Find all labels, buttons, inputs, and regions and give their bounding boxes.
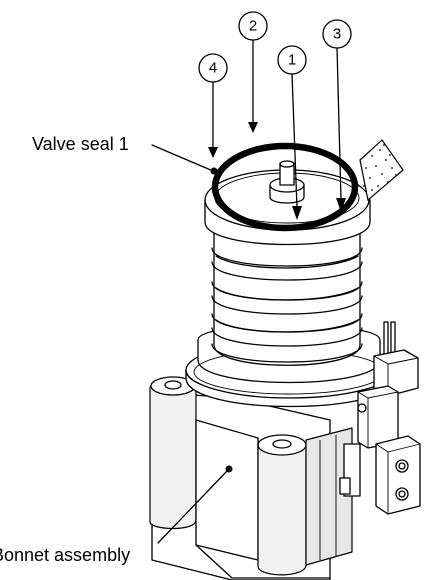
valve-seal-ring [211, 142, 359, 232]
callout-2: 2 [238, 11, 268, 133]
bonnet-assembly-leader [157, 465, 233, 544]
callout-2-number: 2 [249, 18, 257, 35]
top-cover [204, 160, 371, 246]
grease-applicator [359, 139, 404, 202]
callout-1-number: 1 [288, 52, 296, 69]
bonnet-assembly-label: Bonnet assembly [0, 545, 130, 565]
callout-4: 4 [198, 53, 228, 158]
callout-3-number: 3 [333, 26, 341, 43]
valve-seal-label: Valve seal 1 [32, 134, 129, 154]
callout-3: 3 [322, 19, 352, 212]
callout-1: 1 [277, 45, 307, 220]
spring [211, 231, 363, 366]
callout-4-number: 4 [209, 60, 217, 77]
solenoid-valve [339, 321, 421, 515]
valve-seal-leader [151, 144, 218, 175]
bonnet-assembly [149, 376, 353, 580]
